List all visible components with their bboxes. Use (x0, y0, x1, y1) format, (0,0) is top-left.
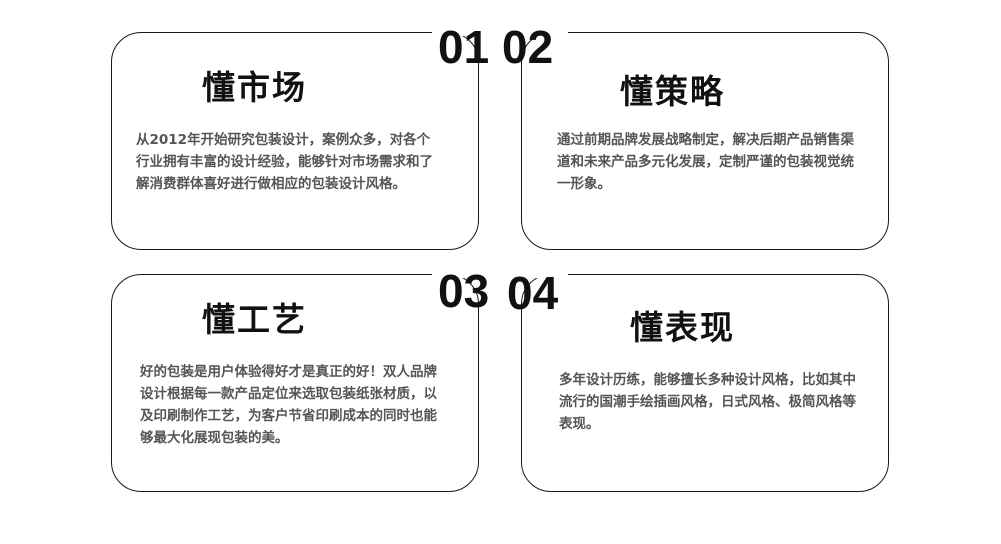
card-body: 从2012年开始研究包装设计，案例众多，对各个行业拥有丰富的设计经验，能够针对市… (136, 132, 433, 192)
card-title: 懂工艺 (202, 300, 307, 339)
card-body: 通过前期品牌发展战略制定，解决后期产品销售渠道和未来产品多元化发展，定制严谨的包… (557, 132, 854, 192)
card-number-02: 02 (502, 21, 554, 73)
card-expression: 懂表现 多年设计历练，能够擅长多种设计风格，比如其中流行的国潮手绘插画风格，日式… (521, 274, 889, 492)
card-title: 懂策略 (620, 72, 725, 111)
top-number-gap (432, 28, 568, 36)
card-craft: 懂工艺 好的包装是用户体验得好才是真正的好！双人品牌设计根据每一款产品定位来选取… (111, 274, 479, 492)
card-title: 懂表现 (630, 308, 735, 347)
card-market: 懂市场 从2012年开始研究包装设计，案例众多，对各个行业拥有丰富的设计经验，能… (111, 32, 479, 250)
card-body: 好的包装是用户体验得好才是真正的好！双人品牌设计根据每一款产品定位来选取包装纸张… (140, 364, 437, 446)
card-title: 懂市场 (202, 68, 307, 107)
card-strategy: 懂策略 通过前期品牌发展战略制定，解决后期产品销售渠道和未来产品多元化发展，定制… (521, 32, 889, 250)
card-body: 多年设计历练，能够擅长多种设计风格，比如其中流行的国潮手绘插画风格，日式风格、极… (559, 372, 856, 432)
card-number-01: 01 (438, 21, 490, 73)
card-number-04: 04 (507, 267, 559, 319)
card-number-03: 03 (438, 265, 490, 317)
bottom-number-gap (432, 270, 568, 278)
